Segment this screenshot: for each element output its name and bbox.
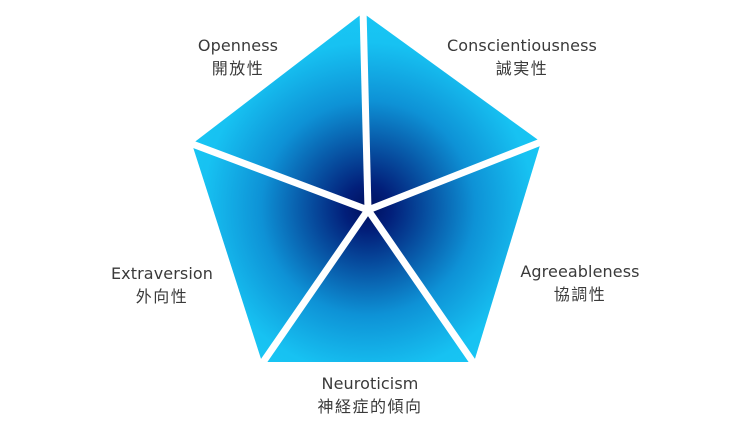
divider-upper-left [185, 138, 370, 214]
trait-en-agreeableness: Agreeableness [520, 262, 640, 281]
trait-jp-extraversion: 外向性 [135, 287, 189, 306]
trait-en-conscientiousness: Conscientiousness [446, 36, 597, 55]
trait-jp-conscientiousness: 誠実性 [495, 59, 549, 78]
trait-jp-agreeableness: 協調性 [553, 285, 607, 304]
divider-top [359, 8, 372, 211]
trait-en-neuroticism: Neuroticism [321, 374, 419, 393]
divider-lower-left [256, 208, 371, 370]
divider-lower-right [365, 208, 480, 370]
trait-en-extraversion: Extraversion [110, 264, 214, 283]
trait-jp-openness: 開放性 [211, 59, 265, 78]
trait-jp-neuroticism: 神経症的傾向 [317, 397, 423, 416]
trait-label-conscientiousness: Conscientiousness 誠実性 [430, 34, 614, 80]
trait-label-agreeableness: Agreeableness 協調性 [510, 260, 650, 306]
trait-label-extraversion: Extraversion 外向性 [100, 262, 224, 308]
pentagon-dividers [185, 8, 548, 370]
trait-en-openness: Openness [197, 36, 279, 55]
trait-label-openness: Openness 開放性 [178, 34, 298, 80]
divider-upper-right [366, 136, 548, 214]
trait-label-neuroticism: Neuroticism 神経症的傾向 [290, 372, 450, 418]
